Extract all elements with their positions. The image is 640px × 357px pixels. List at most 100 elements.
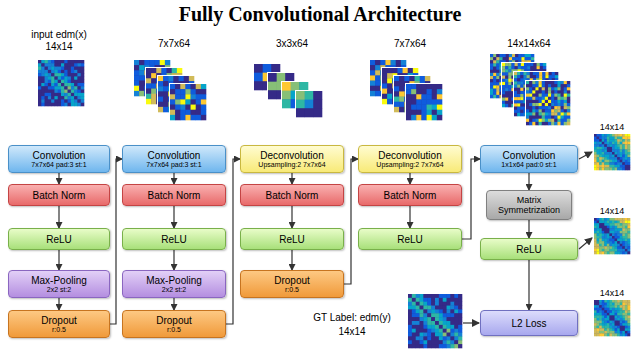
heatmap-cell xyxy=(599,142,602,145)
heatmap-cell xyxy=(612,149,615,152)
heatmap-cell xyxy=(557,100,560,103)
heatmap-cell xyxy=(305,91,314,100)
heatmap-cell xyxy=(627,142,630,145)
heatmap-cell xyxy=(77,70,81,74)
heatmap-cell xyxy=(277,73,286,82)
heatmap-cell xyxy=(525,57,528,60)
heatmap-cell xyxy=(597,231,600,234)
heatmap-cell xyxy=(490,82,493,85)
heatmap-cell xyxy=(625,239,628,242)
heatmap-cell xyxy=(597,305,600,308)
heatmap-cell xyxy=(296,91,305,100)
heatmap-cell xyxy=(602,144,605,147)
heatmap-cell xyxy=(602,231,605,234)
heatmap-cell xyxy=(77,73,81,77)
heatmap-cell xyxy=(599,137,602,140)
heatmap-cell xyxy=(529,103,532,106)
heatmap-cell xyxy=(604,246,607,249)
heatmap-cell xyxy=(496,54,499,57)
heatmap-cell xyxy=(612,218,615,221)
heatmap-cell xyxy=(61,83,65,87)
heatmap-cell xyxy=(594,144,597,147)
heatmap-cell xyxy=(64,80,68,84)
heatmap-cell xyxy=(526,112,529,115)
heatmap-cell xyxy=(557,119,560,122)
heatmap-cell xyxy=(502,104,505,107)
heatmap-cell xyxy=(526,87,529,90)
heatmap-cell xyxy=(622,241,625,244)
heatmap-cell xyxy=(512,54,515,57)
heatmap-cell xyxy=(406,89,411,94)
heatmap-cell xyxy=(490,63,493,66)
heatmap-cell xyxy=(394,86,399,91)
heatmap-cell xyxy=(597,165,600,168)
heatmap-cell xyxy=(612,246,615,249)
heatmap-cell xyxy=(625,305,628,308)
heatmap-cell xyxy=(551,106,554,109)
heatmap-cell xyxy=(612,315,615,318)
heatmap-cell xyxy=(490,57,493,60)
heatmap-cell xyxy=(375,86,380,91)
heatmap-cell xyxy=(607,231,610,234)
heatmap-cell xyxy=(625,233,628,236)
heatmap-cell xyxy=(617,157,620,160)
heatmap-cell xyxy=(609,318,612,321)
heatmap-cell xyxy=(375,65,380,70)
heatmap-cell xyxy=(173,76,178,81)
heatmap-cell xyxy=(602,239,605,242)
heatmap-cell xyxy=(180,84,185,89)
heatmap-cell xyxy=(41,73,45,77)
heatmap-cell xyxy=(602,303,605,306)
heatmap-cell xyxy=(602,157,605,160)
heatmap-cell xyxy=(604,315,607,318)
heatmap-cell xyxy=(81,60,85,64)
heatmap-cell xyxy=(268,73,277,82)
heatmap-cell xyxy=(597,318,600,321)
heatmap-cell xyxy=(532,106,535,109)
heatmap-cell xyxy=(620,246,623,249)
heatmap-cell xyxy=(612,152,615,155)
heatmap-cell xyxy=(625,308,628,311)
heatmap-cell xyxy=(599,251,602,254)
heatmap-cell xyxy=(604,303,607,306)
heatmap-cell xyxy=(545,100,548,103)
heatmap-cell xyxy=(38,99,42,103)
heatmap-cell xyxy=(542,94,545,97)
heatmap-cell xyxy=(622,318,625,321)
heatmap-cell xyxy=(615,300,618,303)
heatmap-cell xyxy=(622,152,625,155)
heatmap-cell xyxy=(517,100,520,103)
heatmap-cell xyxy=(549,75,552,78)
heatmap-cell xyxy=(268,82,277,91)
heatmap-cell xyxy=(370,81,375,86)
heatmap-cell xyxy=(160,60,165,65)
heatmap-cell xyxy=(71,60,75,64)
heatmap-cell xyxy=(627,149,630,152)
heatmap-cell xyxy=(602,226,605,229)
heatmap-cell xyxy=(64,99,68,103)
heatmap-cell xyxy=(620,137,623,140)
heatmap-cell xyxy=(597,226,600,229)
heatmap-cell xyxy=(602,147,605,150)
heatmap-cell xyxy=(627,231,630,234)
heatmap-cell xyxy=(535,81,538,84)
heatmap-cell xyxy=(607,160,610,163)
heatmap-cell xyxy=(74,99,78,103)
heatmap-cell xyxy=(48,99,52,103)
heatmap-cell xyxy=(146,68,151,73)
heatmap-cell xyxy=(564,84,567,87)
heatmap-cell xyxy=(254,73,263,82)
heatmap-cell xyxy=(520,78,523,81)
heatmap-cell xyxy=(134,70,139,75)
heatmap-cell xyxy=(551,103,554,106)
heatmap-cell xyxy=(517,75,520,78)
heatmap-cell xyxy=(524,63,527,66)
heatmap-cell xyxy=(51,80,55,84)
heatmap-cell xyxy=(615,162,618,165)
heatmap-cell xyxy=(604,223,607,226)
heatmap-cell xyxy=(528,54,531,57)
heatmap-cell xyxy=(535,87,538,90)
heatmap-cell xyxy=(502,72,505,75)
heatmap-cell xyxy=(627,221,630,224)
heatmap-cell xyxy=(536,72,539,75)
